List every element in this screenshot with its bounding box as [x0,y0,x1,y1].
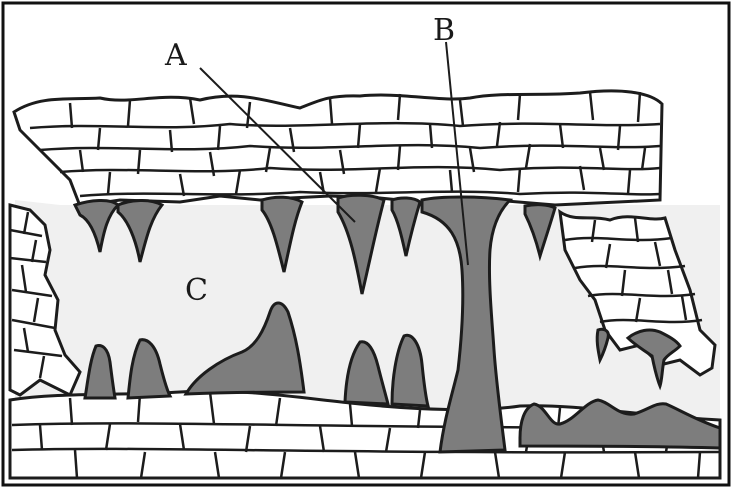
label-b: B [433,13,455,48]
label-a: A [164,38,187,73]
label-c: C [185,273,208,308]
